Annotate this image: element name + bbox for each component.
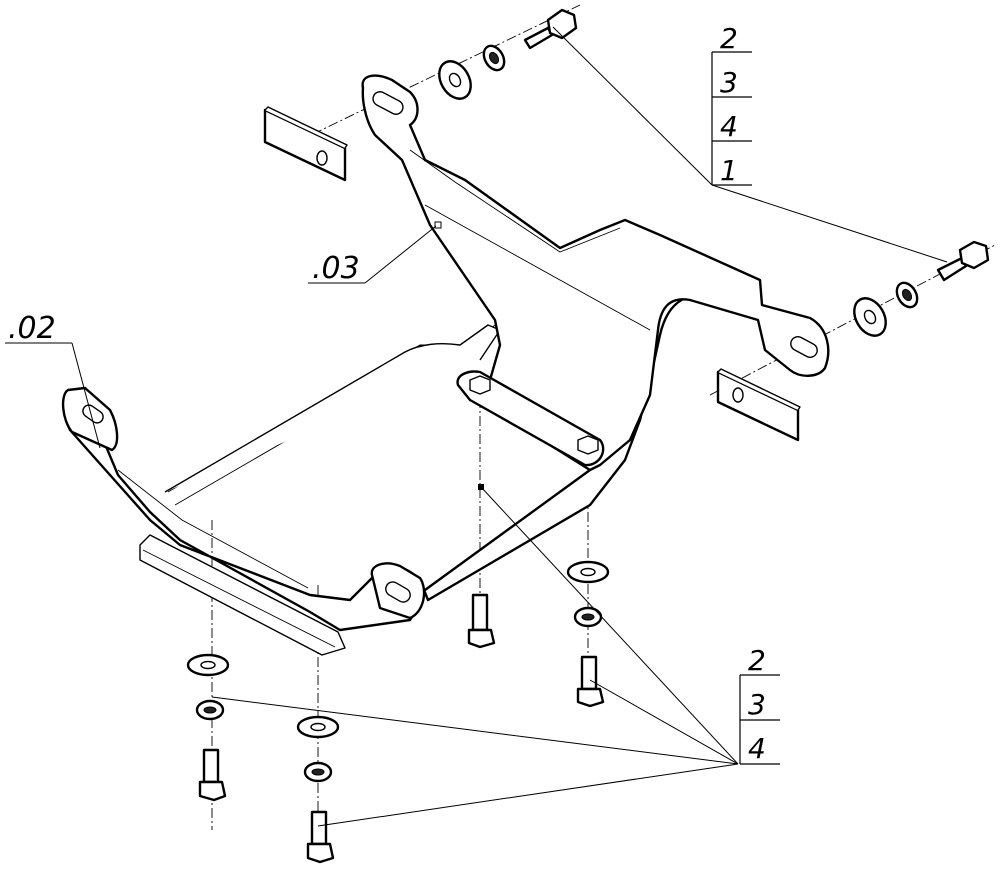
fastener-stack-bottom-center (467, 593, 496, 649)
callout-03-label: .03 (312, 251, 360, 286)
ref-top-2: 4 (720, 110, 738, 143)
spacer-bar-right (716, 368, 801, 442)
fastener-stack-right (853, 240, 990, 337)
ref-top-3: 1 (720, 154, 738, 187)
bracket-part-03 (361, 74, 830, 490)
ref-bottom-1: 3 (748, 688, 766, 721)
skid-plate-part-02 (61, 283, 762, 656)
fastener-stack-bottom-mid (296, 715, 340, 864)
spacer-bar-top (263, 106, 348, 182)
fastener-stack-top (438, 8, 578, 100)
reference-stack-bottom: 2 3 4 (739, 644, 780, 765)
callout-03: .03 (312, 251, 360, 286)
ref-top-1: 3 (720, 66, 738, 99)
leader-lines (5, 26, 948, 827)
callout-02-label: .02 (8, 311, 56, 346)
callout-02: .02 (8, 311, 56, 346)
ref-bottom-0: 2 (748, 644, 766, 677)
ref-top-0: 2 (720, 22, 738, 55)
fastener-stack-bottom-right (566, 560, 610, 708)
reference-stack-top: 2 3 4 1 (711, 22, 752, 187)
fastener-stack-bottom-left (186, 653, 230, 802)
ref-bottom-2: 4 (748, 732, 766, 765)
